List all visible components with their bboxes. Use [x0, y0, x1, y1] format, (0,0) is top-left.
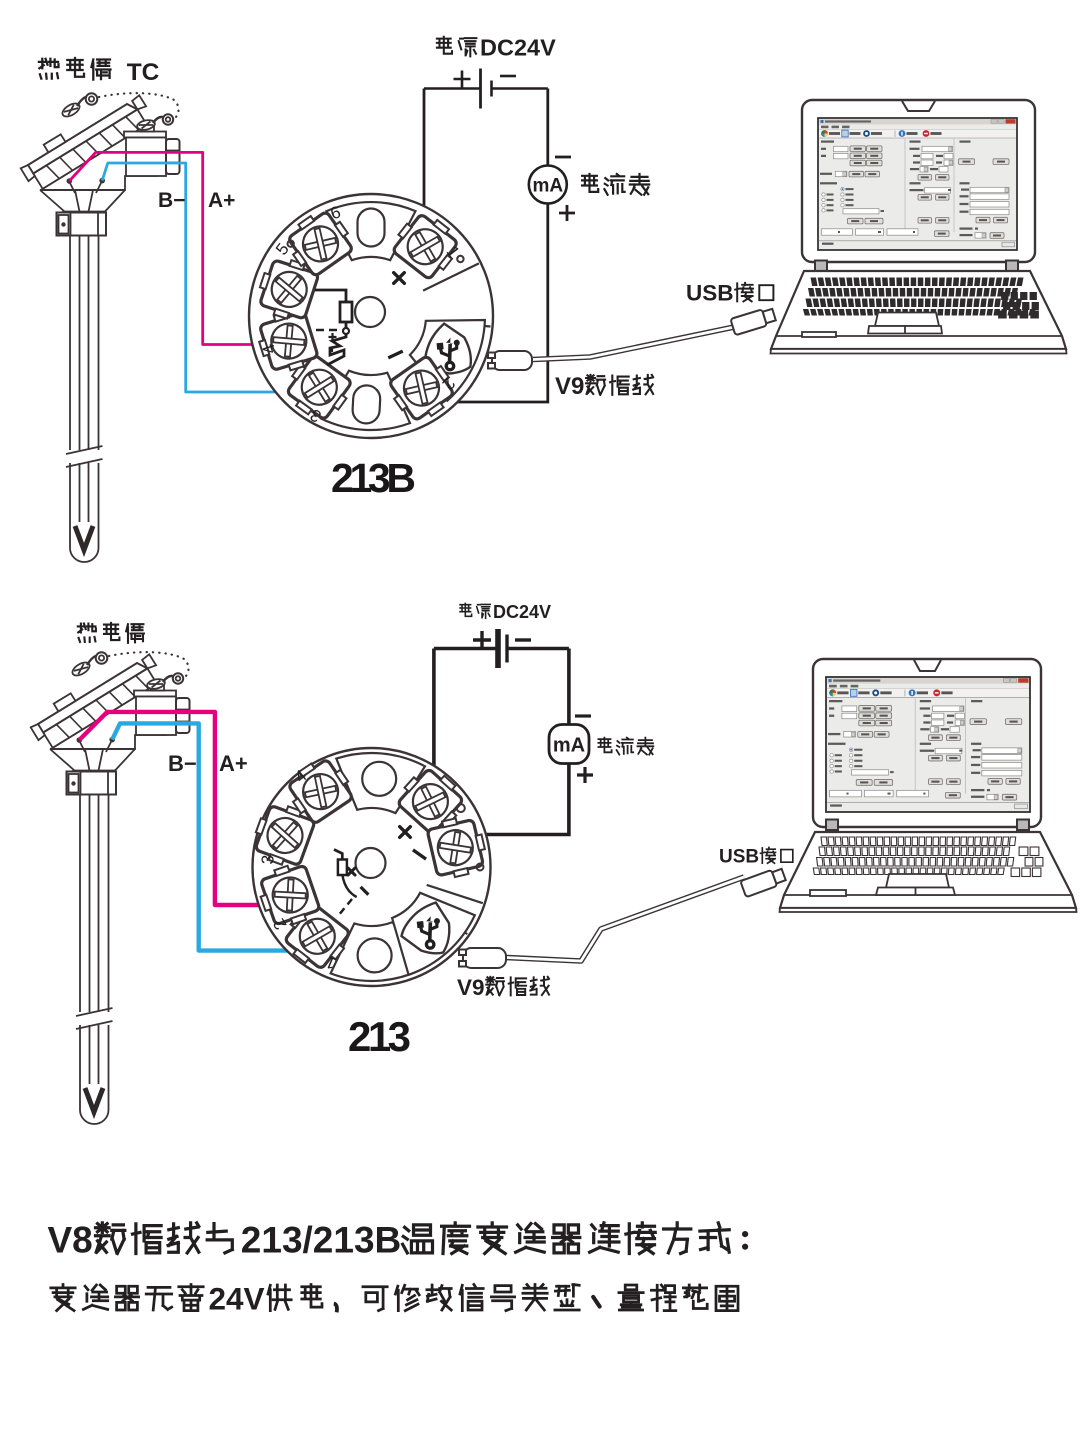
svg-text:213: 213	[348, 1013, 411, 1060]
svg-text:A+: A+	[219, 751, 248, 776]
svg-text:TC: TC	[127, 59, 160, 86]
svg-text:24V: 24V	[209, 1281, 265, 1317]
svg-text:V8: V8	[48, 1220, 93, 1261]
svg-text:B−: B−	[158, 189, 185, 212]
svg-text:213/213B: 213/213B	[241, 1220, 401, 1261]
svg-text:USB: USB	[686, 281, 734, 306]
svg-text:mA: mA	[532, 176, 563, 197]
svg-text:DC24V: DC24V	[480, 35, 556, 61]
svg-text:A+: A+	[208, 189, 235, 212]
svg-text:V9: V9	[457, 975, 485, 1000]
svg-text:3: 3	[258, 854, 278, 865]
svg-text:B−: B−	[168, 751, 197, 776]
svg-text:213B: 213B	[331, 455, 416, 501]
svg-text:DC24V: DC24V	[493, 602, 551, 622]
svg-text:mA: mA	[553, 735, 585, 757]
svg-text:V9: V9	[555, 373, 584, 400]
svg-text:USB: USB	[719, 847, 759, 868]
